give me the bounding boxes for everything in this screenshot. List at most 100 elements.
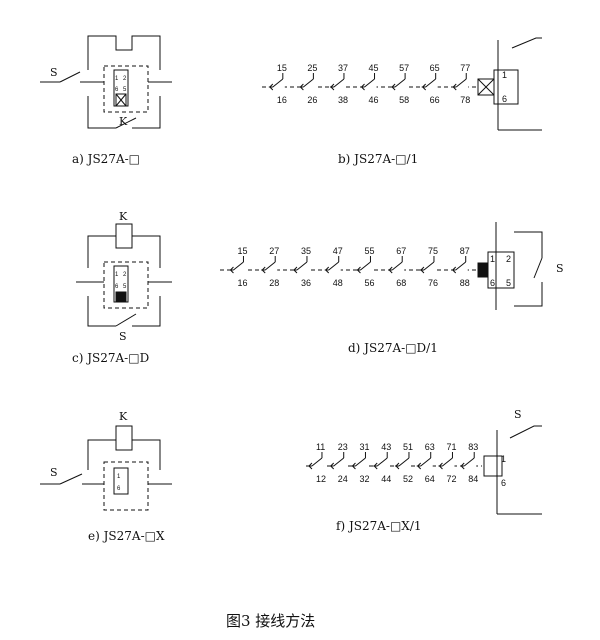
panel-a-contact-k bbox=[115, 117, 137, 129]
contact-f-3 bbox=[355, 457, 366, 467]
contact-b-6 bbox=[425, 78, 436, 88]
svg-text:6: 6 bbox=[501, 478, 506, 488]
panel-c-caption: c) JS27A-□D bbox=[72, 351, 149, 365]
contact-label-bottom: 78 bbox=[460, 95, 470, 105]
contact-label-top: 47 bbox=[333, 246, 343, 256]
contact-label-top: 31 bbox=[359, 442, 369, 452]
contact-label-top: 15 bbox=[277, 63, 287, 73]
contact-label-bottom: 66 bbox=[430, 95, 440, 105]
contact-label-top: 63 bbox=[425, 442, 435, 452]
svg-text:6: 6 bbox=[502, 94, 507, 104]
panel-b-terminal-block bbox=[493, 69, 519, 105]
contact-f-4 bbox=[376, 457, 388, 467]
svg-text:1: 1 bbox=[115, 272, 119, 278]
contact-b-2 bbox=[303, 78, 314, 88]
contact-label-top: 55 bbox=[364, 246, 374, 256]
contact-label-top: 11 bbox=[316, 442, 325, 452]
panel-a: S K 1 2 6 5 a) JS27A-□ bbox=[40, 35, 172, 166]
contact-label-top: 37 bbox=[338, 63, 348, 73]
contact-d-5 bbox=[360, 261, 371, 271]
contact-f-5 bbox=[398, 457, 410, 467]
contact-d-8 bbox=[455, 261, 467, 271]
contact-d-6 bbox=[391, 261, 403, 271]
contact-label-bottom: 24 bbox=[338, 474, 348, 484]
panel-a-frame-top bbox=[87, 35, 161, 70]
contact-f-8 bbox=[463, 457, 475, 467]
panel-a-switch-label: S bbox=[50, 66, 58, 79]
panel-f: S 1 6 f) JS27A-□X/1 11122324313243445152… bbox=[306, 408, 542, 533]
contact-label-top: 23 bbox=[338, 442, 348, 452]
contact-label-bottom: 46 bbox=[369, 95, 379, 105]
contact-label-bottom: 26 bbox=[307, 95, 317, 105]
contact-label-top: 75 bbox=[428, 246, 438, 256]
contact-label-bottom: 52 bbox=[403, 474, 413, 484]
contact-label-bottom: 68 bbox=[396, 278, 406, 288]
panel-c: K S 1 2 6 5 c) JS27A-□D bbox=[72, 210, 172, 365]
panel-b-switch bbox=[511, 37, 542, 49]
panel-d-switch-label: S bbox=[556, 262, 564, 275]
contact-f-6 bbox=[420, 457, 432, 467]
panel-e-caption: e) JS27A-□X bbox=[88, 529, 165, 543]
svg-text:6: 6 bbox=[490, 278, 495, 288]
contact-d-2 bbox=[264, 261, 276, 271]
contact-b-3 bbox=[333, 78, 345, 88]
panel-b-caption: b) JS27A-□/1 bbox=[338, 152, 418, 166]
panel-c-indicator bbox=[115, 291, 127, 303]
contact-label-top: 83 bbox=[468, 442, 478, 452]
contact-label-top: 67 bbox=[396, 246, 406, 256]
contact-label-top: 27 bbox=[269, 246, 279, 256]
panel-e-socket bbox=[113, 467, 129, 495]
contact-label-top: 65 bbox=[430, 63, 440, 73]
contact-label-bottom: 88 bbox=[460, 278, 470, 288]
contact-label-bottom: 36 bbox=[301, 278, 311, 288]
panel-f-switch-s bbox=[509, 425, 542, 439]
panel-f-coil bbox=[483, 455, 503, 477]
panel-a-frame-bottom-left bbox=[87, 96, 116, 129]
panel-e: K S 1 6 e) JS27A-□X bbox=[40, 410, 172, 543]
contact-label-bottom: 58 bbox=[399, 95, 409, 105]
panel-f-caption: f) JS27A-□X/1 bbox=[336, 519, 422, 533]
panel-a-coil bbox=[115, 93, 127, 107]
panel-c-coil-k bbox=[115, 223, 133, 249]
panel-d-caption: d) JS27A-□D/1 bbox=[348, 341, 438, 355]
svg-text:2: 2 bbox=[123, 76, 127, 82]
svg-text:5: 5 bbox=[506, 278, 511, 288]
contact-label-top: 77 bbox=[460, 63, 470, 73]
contact-d-1 bbox=[233, 261, 244, 271]
contact-f-1 bbox=[311, 457, 323, 467]
contact-label-bottom: 16 bbox=[277, 95, 287, 105]
svg-text:1: 1 bbox=[117, 474, 121, 480]
panel-d-terminal-block bbox=[487, 251, 515, 289]
panel-a-switch-s bbox=[59, 71, 81, 83]
svg-text:1: 1 bbox=[502, 70, 507, 80]
contact-label-top: 87 bbox=[460, 246, 470, 256]
contact-d-3 bbox=[296, 261, 308, 271]
contact-label-top: 15 bbox=[237, 246, 247, 256]
panel-a-caption: a) JS27A-□ bbox=[72, 152, 140, 166]
panel-a-coil-label: K bbox=[119, 115, 128, 128]
contact-label-bottom: 12 bbox=[316, 474, 326, 484]
contact-label-top: 51 bbox=[403, 442, 413, 452]
contact-label-bottom: 38 bbox=[338, 95, 348, 105]
contact-f-7 bbox=[442, 457, 453, 467]
svg-text:1: 1 bbox=[490, 254, 495, 264]
contact-label-bottom: 64 bbox=[425, 474, 435, 484]
panel-a-frame-bottom-right bbox=[132, 96, 161, 129]
svg-text:2: 2 bbox=[123, 272, 127, 278]
panel-c-coil-label: K bbox=[119, 210, 128, 223]
contact-label-top: 25 bbox=[307, 63, 317, 73]
contact-label-bottom: 76 bbox=[428, 278, 438, 288]
contact-label-top: 35 bbox=[301, 246, 311, 256]
contact-label-bottom: 16 bbox=[237, 278, 247, 288]
panel-e-switch-label: S bbox=[50, 466, 58, 479]
svg-text:1: 1 bbox=[115, 76, 119, 82]
contact-b-7 bbox=[455, 78, 467, 88]
contact-label-bottom: 32 bbox=[359, 474, 369, 484]
contact-label-bottom: 44 bbox=[381, 474, 391, 484]
contact-label-top: 45 bbox=[369, 63, 379, 73]
panel-a-device-outline bbox=[103, 65, 149, 113]
panel-c-switch-label: S bbox=[119, 330, 127, 343]
contact-label-top: 57 bbox=[399, 63, 409, 73]
contact-f-2 bbox=[333, 457, 345, 467]
